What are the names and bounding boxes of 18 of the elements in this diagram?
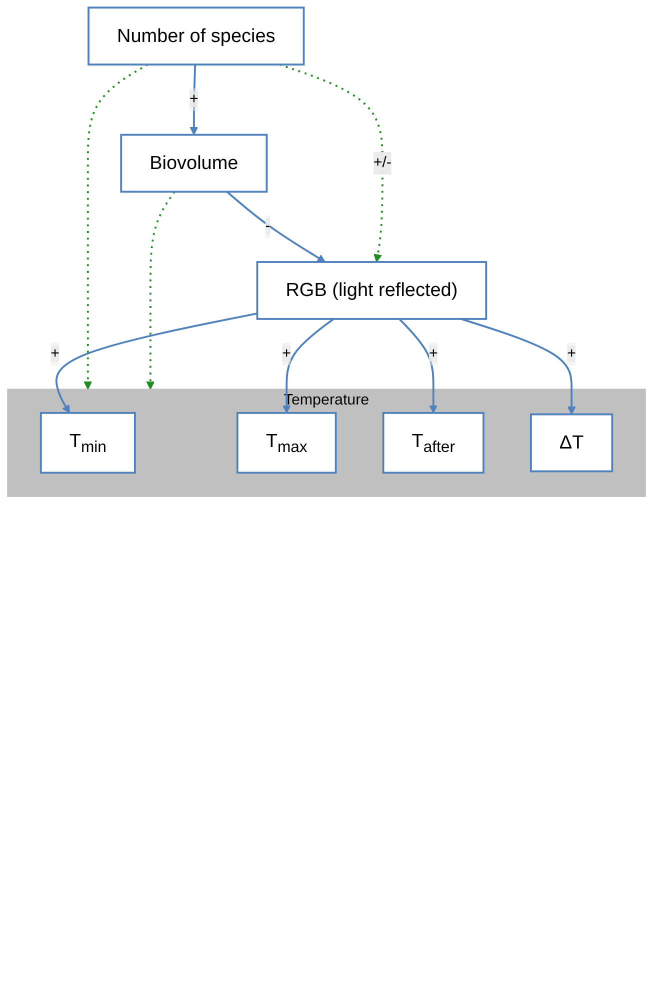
edge-label: +/- [373,154,392,171]
edge-label: + [428,346,438,362]
arrow [146,191,176,390]
edge-label: + [567,346,576,362]
node-box: T$_{min}$ [40,412,136,474]
node-box: ΔT [530,413,614,472]
node-box: T$_{after}$ [382,412,484,474]
arrow [226,191,326,262]
arrow [56,312,258,414]
node-box: T$_{max}$ [236,412,337,474]
node-box: Biovolume [120,134,268,193]
edge-label: + [189,91,198,108]
edge-label: + [50,346,60,362]
arrow [84,64,148,390]
edge-label: + [282,346,292,362]
node-box: RGB (light reflected) [256,261,488,320]
node-box: Number of species [88,6,305,66]
edge-label: - [265,218,270,234]
